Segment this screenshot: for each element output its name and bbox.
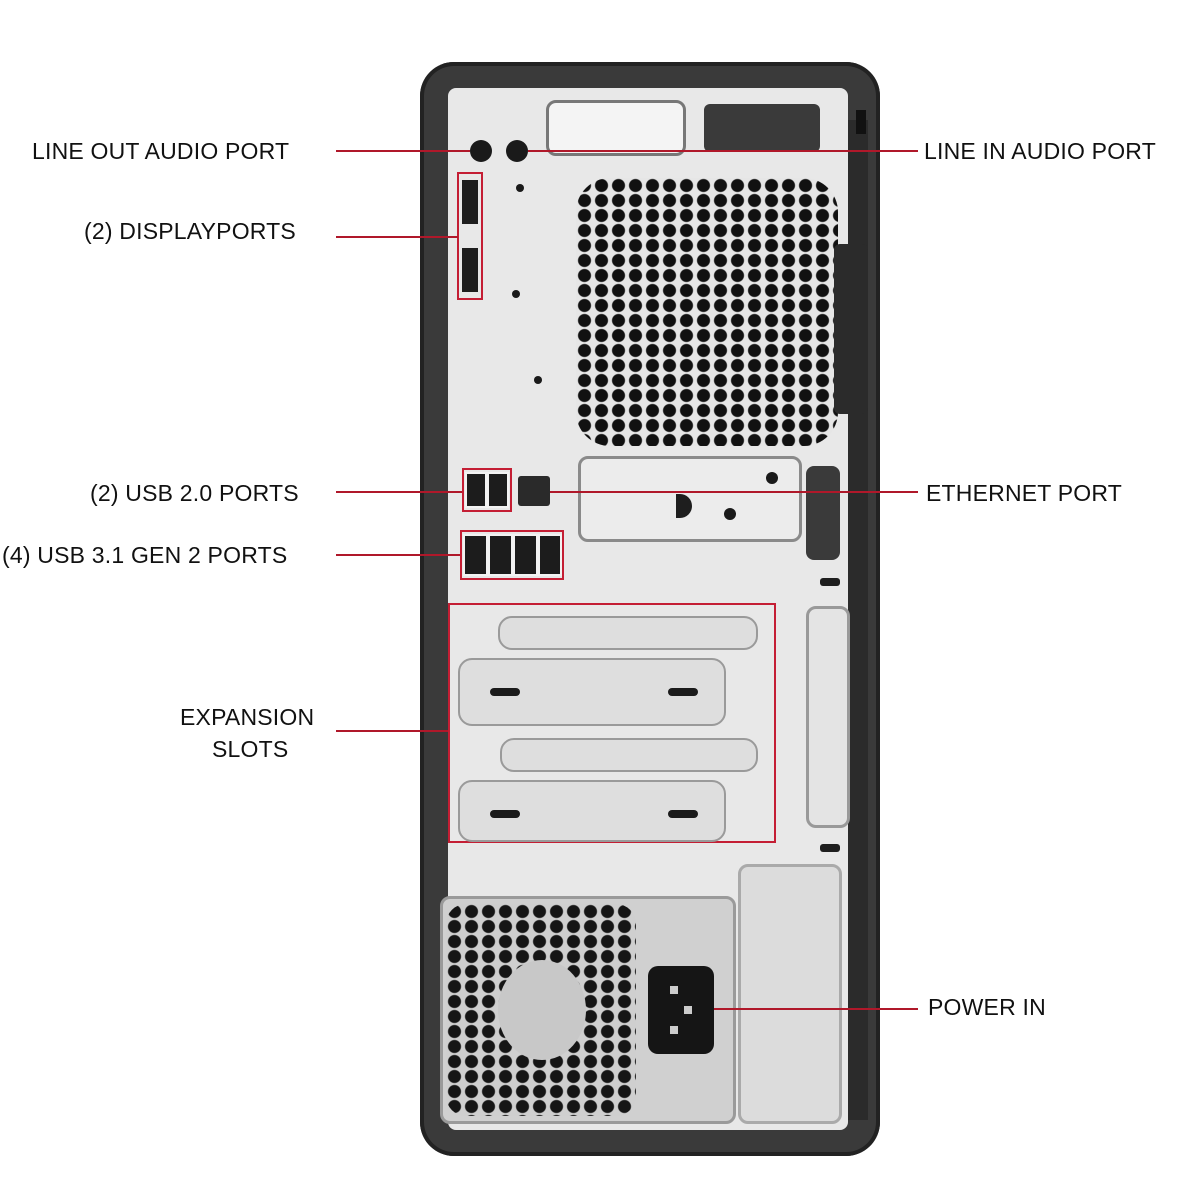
- side-latch: [806, 466, 840, 560]
- top-handle-slot: [546, 100, 686, 156]
- leader-line-in: [528, 150, 918, 152]
- slot-cover-1: [498, 616, 758, 650]
- power-pin: [670, 1026, 678, 1034]
- label-usb31-ports: (4) USB 3.1 GEN 2 PORTS: [2, 542, 288, 568]
- screw: [766, 472, 778, 484]
- usb31-port-3[interactable]: [513, 534, 538, 576]
- usb31-port-2[interactable]: [488, 534, 513, 576]
- ethernet-port[interactable]: [518, 476, 550, 506]
- side-panel-plate: [738, 864, 842, 1124]
- leader-usb2: [336, 491, 462, 493]
- usb2-highlight: [462, 468, 512, 512]
- leader-displayports: [336, 236, 458, 238]
- power-in-socket[interactable]: [648, 966, 714, 1054]
- slot-tab: [668, 688, 698, 696]
- label-displayports: (2) DISPLAYPORTS: [84, 218, 296, 244]
- label-expansion-line2: SLOTS: [212, 736, 289, 762]
- psu-fan-hub: [498, 960, 586, 1060]
- slot-tab: [668, 810, 698, 818]
- system-fan-grille: [576, 178, 838, 446]
- knockout-hole: [676, 494, 692, 518]
- slot-latch: [820, 844, 840, 852]
- side-handle: [834, 244, 868, 414]
- screw: [534, 376, 542, 384]
- top-vent-cover: [704, 104, 820, 152]
- leader-power-in: [714, 1008, 918, 1010]
- slot-latch: [820, 578, 840, 586]
- screw: [516, 184, 524, 192]
- expansion-slots-highlight: [448, 603, 776, 843]
- usb31-highlight: [460, 530, 564, 580]
- slot-cover-3: [500, 738, 758, 772]
- lock-slot: [856, 110, 866, 134]
- label-power-in: POWER IN: [928, 994, 1046, 1020]
- label-line-in-audio-port: LINE IN AUDIO PORT: [924, 138, 1156, 164]
- label-ethernet-port: ETHERNET PORT: [926, 480, 1122, 506]
- usb2-port-2[interactable]: [487, 472, 509, 508]
- screw: [724, 508, 736, 520]
- displayport-2[interactable]: [462, 248, 478, 292]
- usb31-port-4[interactable]: [538, 534, 562, 576]
- leader-expansion: [336, 730, 448, 732]
- line-in-audio-jack[interactable]: [506, 140, 528, 162]
- screw: [512, 290, 520, 298]
- power-pin: [670, 986, 678, 994]
- leader-line-out: [336, 150, 470, 152]
- displayport-1[interactable]: [462, 180, 478, 224]
- slot-tab: [490, 688, 520, 696]
- displayports-highlight: [457, 172, 483, 300]
- slot-tab: [490, 810, 520, 818]
- usb31-port-1[interactable]: [463, 534, 488, 576]
- slot-bracket-rail: [806, 606, 850, 828]
- leader-ethernet: [550, 491, 918, 493]
- usb2-port-1[interactable]: [465, 472, 487, 508]
- label-line-out-audio-port: LINE OUT AUDIO PORT: [32, 138, 290, 164]
- power-pin: [684, 1006, 692, 1014]
- label-expansion-line1: EXPANSION: [180, 704, 315, 730]
- leader-usb31: [336, 554, 460, 556]
- label-usb2-ports: (2) USB 2.0 PORTS: [90, 480, 299, 506]
- line-out-audio-jack[interactable]: [470, 140, 492, 162]
